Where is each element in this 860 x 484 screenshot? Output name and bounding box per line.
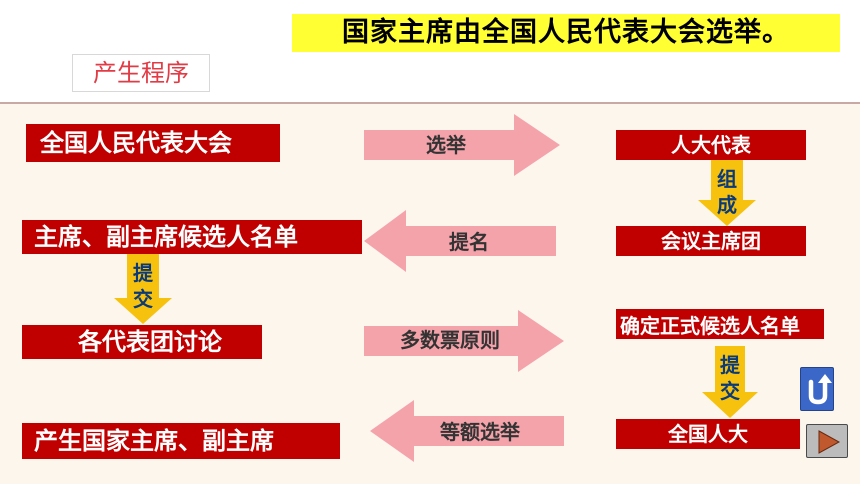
- box-presidium: 会议主席团: [616, 226, 806, 256]
- arrow-down-submit-left: [114, 254, 172, 324]
- box-national-congress: 全国人民代表大会: [26, 124, 280, 162]
- arrow-down-submit-right: [702, 346, 758, 418]
- u-turn-arrow-icon: [808, 374, 832, 405]
- arrow-down-form: [698, 160, 756, 226]
- box-npc: 全国人大: [616, 419, 800, 449]
- header-divider: [0, 102, 860, 104]
- box-formal-candidates-label: 确定正式候选人名单: [620, 314, 800, 338]
- arrow-left-equal-election: [370, 400, 564, 462]
- arrow-label-elect: 选举: [426, 133, 466, 157]
- vlabel-submit-right: 提交: [720, 353, 740, 403]
- arrow-label-equal-election: 等额选举: [440, 420, 520, 444]
- box-delegation-discussion: 各代表团讨论: [22, 325, 262, 359]
- page-title: 国家主席由全国人民代表大会选举。: [292, 14, 840, 52]
- box-deputies: 人大代表: [616, 130, 806, 160]
- page-subtitle: 产生程序: [72, 54, 210, 92]
- arrow-left-nominate: [364, 210, 556, 272]
- arrow-label-nominate: 提名: [449, 230, 489, 254]
- box-candidate-list: 主席、副主席候选人名单: [22, 220, 362, 254]
- next-button[interactable]: [806, 424, 848, 458]
- arrow-label-majority: 多数票原则: [400, 328, 500, 352]
- vlabel-submit-left: 提交: [133, 261, 153, 311]
- back-button[interactable]: [800, 367, 834, 411]
- box-formal-candidates: [616, 309, 824, 339]
- box-elect-president: 产生国家主席、副主席: [22, 423, 340, 459]
- vlabel-form: 组成: [717, 167, 737, 217]
- arrow-right-elect: [364, 114, 560, 176]
- play-triangle-icon: [818, 430, 841, 454]
- arrow-right-majority: [364, 310, 564, 372]
